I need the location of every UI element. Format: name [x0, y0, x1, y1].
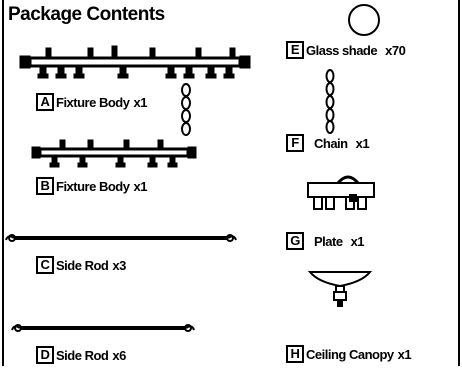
part-label-h: H Ceiling Canopy x1 [286, 345, 412, 363]
part-letter-e: E [286, 41, 304, 59]
part-letter-b: B [36, 177, 54, 195]
fixture-body-b-drawing [31, 139, 197, 168]
part-name-f: Chain [314, 135, 348, 151]
part-name-a: Fixture Body [56, 94, 130, 110]
part-label-b: B Fixture Body x1 [36, 177, 147, 195]
chain-link-drawing [181, 83, 191, 136]
part-qty-g: x1 [350, 233, 365, 249]
part-qty-h: x1 [397, 346, 412, 362]
part-label-e: E Glass shade x70 [286, 41, 406, 59]
part-label-f: F Chain x1 [286, 134, 370, 152]
part-label-g: G Plate x1 [286, 232, 365, 250]
part-letter-a: A [36, 93, 54, 111]
part-qty-b: x1 [133, 178, 147, 194]
page-title: Package Contents [8, 4, 165, 25]
part-letter-c: C [36, 256, 54, 274]
part-qty-c: x3 [112, 257, 126, 273]
part-qty-a: x1 [133, 94, 147, 110]
side-rod-d-drawing [11, 324, 195, 332]
part-name-c: Side Rod [56, 257, 109, 273]
part-name-g: Plate [314, 233, 343, 249]
plate-drawing [307, 175, 375, 210]
part-letter-h: H [286, 345, 304, 363]
glass-shade-drawing [348, 4, 380, 36]
part-name-d: Side Rod [56, 347, 109, 363]
side-rod-c-drawing [5, 234, 237, 242]
part-name-e: Glass shade [306, 42, 378, 58]
part-letter-g: G [286, 232, 304, 250]
fixture-body-a-drawing [19, 45, 251, 79]
part-qty-e: x70 [385, 42, 406, 58]
ceiling-canopy-drawing [307, 271, 373, 307]
part-label-a: A Fixture Body x1 [36, 93, 147, 111]
part-qty-d: x6 [112, 347, 126, 363]
part-label-c: C Side Rod x3 [36, 256, 126, 274]
chain-drawing [325, 69, 335, 134]
part-letter-f: F [286, 134, 304, 152]
part-qty-f: x1 [355, 135, 370, 151]
part-name-b: Fixture Body [56, 178, 130, 194]
part-name-h: Ceiling Canopy [306, 346, 394, 362]
part-letter-d: D [36, 346, 54, 364]
part-label-d: D Side Rod x6 [36, 346, 126, 364]
